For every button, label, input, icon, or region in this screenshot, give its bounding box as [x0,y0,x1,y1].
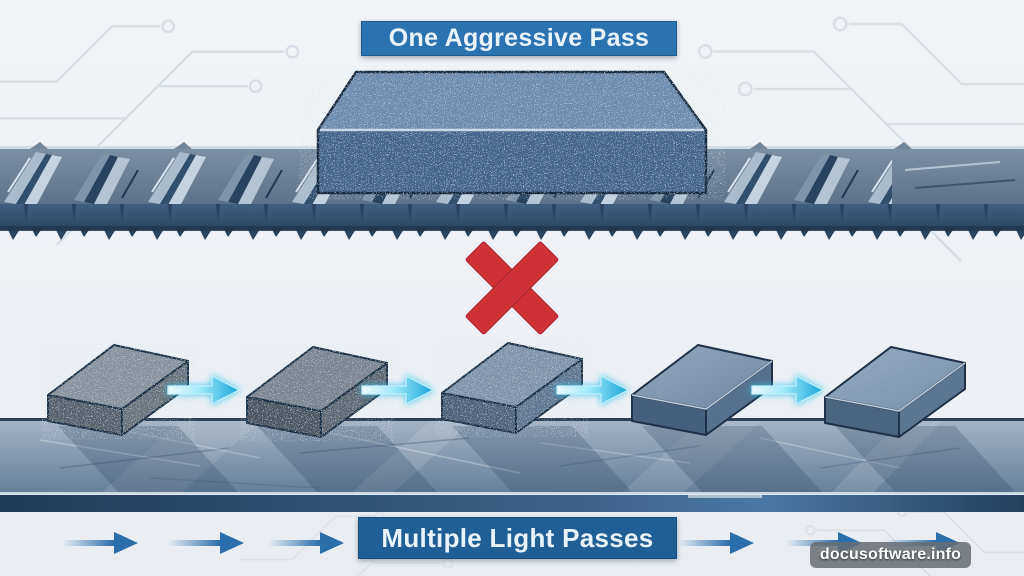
top-banner-label: One Aggressive Pass [361,21,677,56]
block-shadows [58,426,1015,492]
abrasive-block [316,70,708,195]
arrow-right-icon [678,532,754,554]
x-mark-icon [465,241,559,335]
arrow-right-icon [268,532,344,554]
arrow-right-icon [168,532,244,554]
arrow-right-icon [62,532,138,554]
pass-block-4 [631,344,773,436]
pass-block-1 [47,344,189,436]
pass-block-3 [441,342,583,434]
watermark-label: docusoftware.info [810,542,971,568]
pass-block-5 [824,346,966,438]
pass-blocks [47,342,966,438]
rough-damaged-surface [0,141,1024,240]
pass-block-2 [246,346,388,438]
bottom-banner-label: Multiple Light Passes [358,517,677,559]
surface-front-edge [0,495,1024,512]
